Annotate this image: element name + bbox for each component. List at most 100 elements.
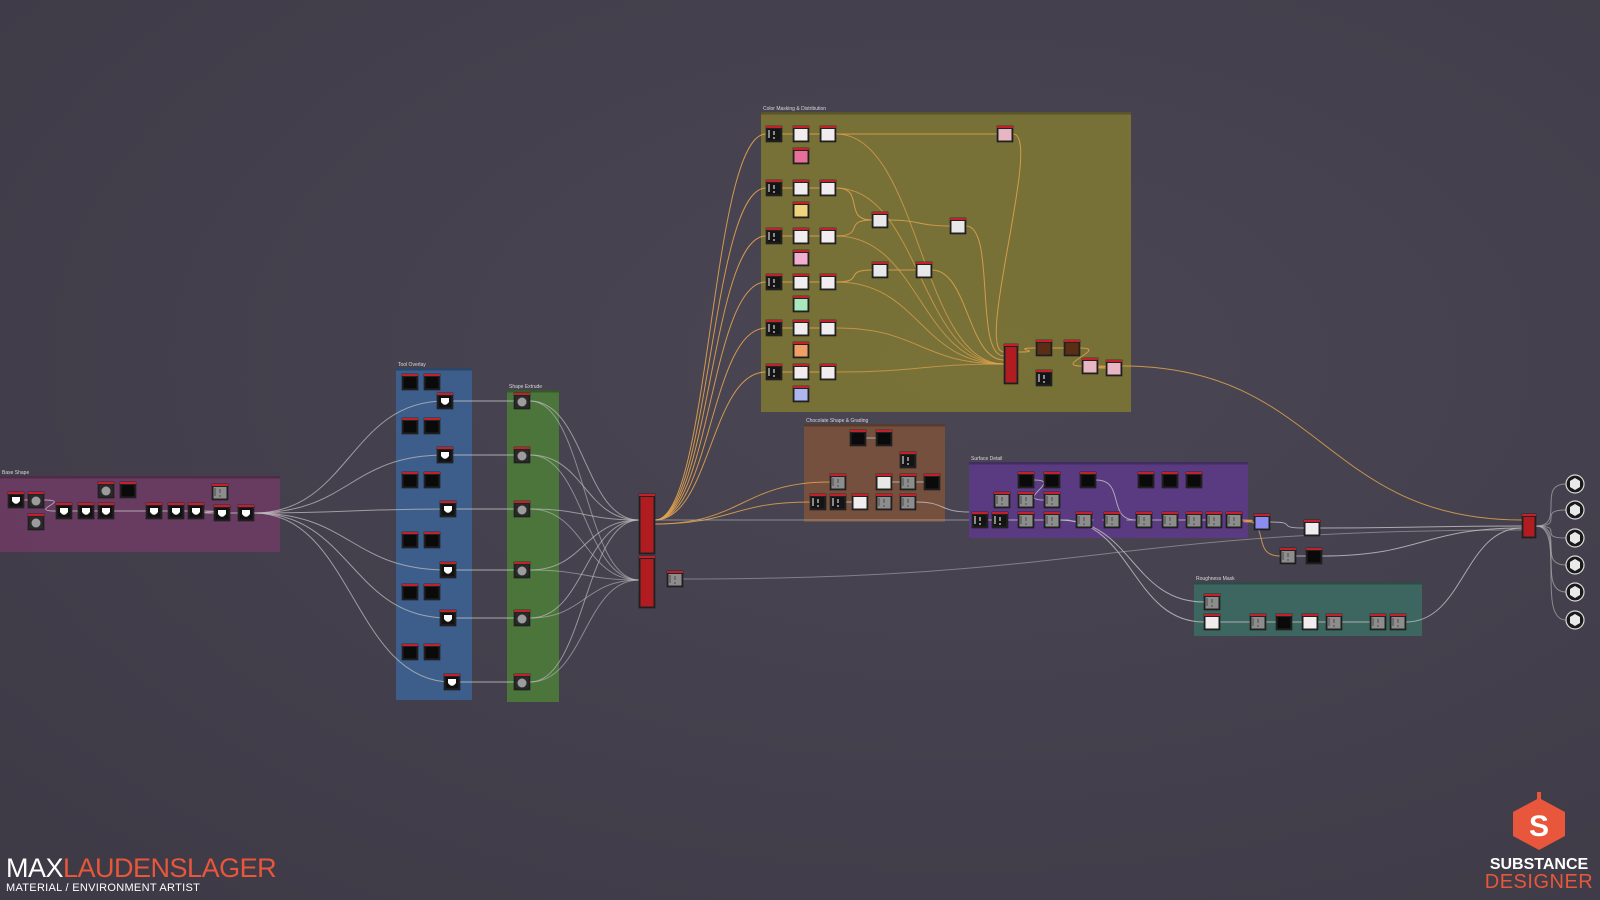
graph-node[interactable] <box>27 491 45 509</box>
graph-node[interactable] <box>949 217 967 235</box>
graph-node[interactable] <box>423 531 441 549</box>
graph-node[interactable] <box>899 473 917 491</box>
graph-node[interactable] <box>211 483 229 501</box>
graph-node[interactable] <box>792 249 810 267</box>
graph-node[interactable] <box>792 295 810 313</box>
graph-node[interactable] <box>1017 511 1035 529</box>
graph-node[interactable] <box>1203 593 1221 611</box>
graph-node[interactable] <box>765 227 783 245</box>
graph-node[interactable] <box>401 583 419 601</box>
graph-node[interactable] <box>1521 513 1537 539</box>
graph-node[interactable] <box>423 643 441 661</box>
graph-node[interactable] <box>819 319 837 337</box>
graph-node[interactable] <box>1043 491 1061 509</box>
graph-node[interactable] <box>871 211 889 229</box>
graph-node[interactable] <box>1253 513 1271 531</box>
graph-node[interactable] <box>792 227 810 245</box>
graph-node[interactable] <box>875 493 893 511</box>
graph-node[interactable] <box>792 363 810 381</box>
graph-node[interactable] <box>666 570 684 588</box>
graph-node[interactable] <box>423 471 441 489</box>
graph-node[interactable] <box>97 502 115 520</box>
graph-node[interactable] <box>996 125 1014 143</box>
graph-node[interactable] <box>765 363 783 381</box>
graph-node[interactable] <box>971 511 989 529</box>
graph-node[interactable] <box>1105 359 1123 377</box>
graph-node[interactable] <box>871 261 889 279</box>
graph-node[interactable] <box>423 373 441 391</box>
graph-node[interactable] <box>638 493 656 555</box>
graph-node[interactable] <box>1205 511 1223 529</box>
graph-node[interactable] <box>1063 339 1081 357</box>
graph-node[interactable] <box>1161 511 1179 529</box>
graph-node[interactable] <box>792 201 810 219</box>
graph-node[interactable] <box>1081 357 1099 375</box>
graph-node[interactable] <box>401 643 419 661</box>
graph-node[interactable] <box>792 125 810 143</box>
graph-node[interactable] <box>439 561 457 579</box>
graph-node[interactable] <box>97 481 115 499</box>
graph-node[interactable] <box>1275 613 1293 631</box>
graph-node[interactable] <box>851 493 869 511</box>
graph-node[interactable] <box>915 261 933 279</box>
graph-node[interactable] <box>401 471 419 489</box>
graph-node[interactable] <box>439 500 457 518</box>
graph-node[interactable] <box>993 491 1011 509</box>
graph-node[interactable] <box>849 429 867 447</box>
graph-node[interactable] <box>119 481 137 499</box>
graph-node[interactable] <box>237 504 255 522</box>
graph-node[interactable] <box>167 502 185 520</box>
graph-node[interactable] <box>439 609 457 627</box>
graph-node[interactable] <box>1279 547 1297 565</box>
graph-node[interactable] <box>1017 471 1035 489</box>
graph-node[interactable] <box>1075 511 1093 529</box>
graph-node[interactable] <box>638 555 656 609</box>
graph-node[interactable] <box>1185 511 1203 529</box>
graph-node[interactable] <box>401 417 419 435</box>
graph-node[interactable] <box>1161 471 1179 489</box>
graph-node[interactable] <box>792 341 810 359</box>
graph-node[interactable] <box>819 273 837 291</box>
frame-body[interactable] <box>0 476 280 552</box>
graph-node[interactable] <box>819 227 837 245</box>
graph-node[interactable] <box>27 513 45 531</box>
frame-body[interactable] <box>507 390 559 702</box>
graph-node[interactable] <box>401 531 419 549</box>
graph-node[interactable] <box>875 429 893 447</box>
frame-body[interactable] <box>761 112 1131 412</box>
graph-node[interactable] <box>145 502 163 520</box>
graph-node[interactable] <box>513 561 531 579</box>
graph-node[interactable] <box>991 511 1009 529</box>
graph-node[interactable] <box>1079 471 1097 489</box>
graph-node[interactable] <box>792 147 810 165</box>
graph-node[interactable] <box>765 179 783 197</box>
graph-node[interactable] <box>423 583 441 601</box>
graph-node[interactable] <box>513 500 531 518</box>
frame-olive[interactable]: Color Masking & Distribution <box>761 106 1131 412</box>
graph-node[interactable] <box>1185 471 1203 489</box>
graph-node[interactable] <box>1369 613 1387 631</box>
graph-node[interactable] <box>1225 511 1243 529</box>
graph-node[interactable] <box>1035 339 1053 357</box>
graph-node[interactable] <box>1103 511 1121 529</box>
graph-node[interactable] <box>792 273 810 291</box>
graph-node[interactable] <box>77 502 95 520</box>
graph-node[interactable] <box>829 493 847 511</box>
graph-node[interactable] <box>875 473 893 491</box>
graph-node[interactable] <box>809 493 827 511</box>
graph-node[interactable] <box>1305 547 1323 565</box>
graph-node[interactable] <box>187 502 205 520</box>
normal-output-icon[interactable] <box>1565 500 1585 520</box>
graph-node[interactable] <box>436 392 454 410</box>
basecolor-output-icon[interactable] <box>1565 474 1585 494</box>
graph-node[interactable] <box>1389 613 1407 631</box>
graph-node[interactable] <box>765 125 783 143</box>
graph-node[interactable] <box>1137 471 1155 489</box>
graph-node[interactable] <box>923 473 941 491</box>
graph-node[interactable] <box>1135 511 1153 529</box>
graph-node[interactable] <box>1303 519 1321 537</box>
graph-node[interactable] <box>1203 613 1221 631</box>
graph-node[interactable] <box>792 179 810 197</box>
graph-node[interactable] <box>819 179 837 197</box>
